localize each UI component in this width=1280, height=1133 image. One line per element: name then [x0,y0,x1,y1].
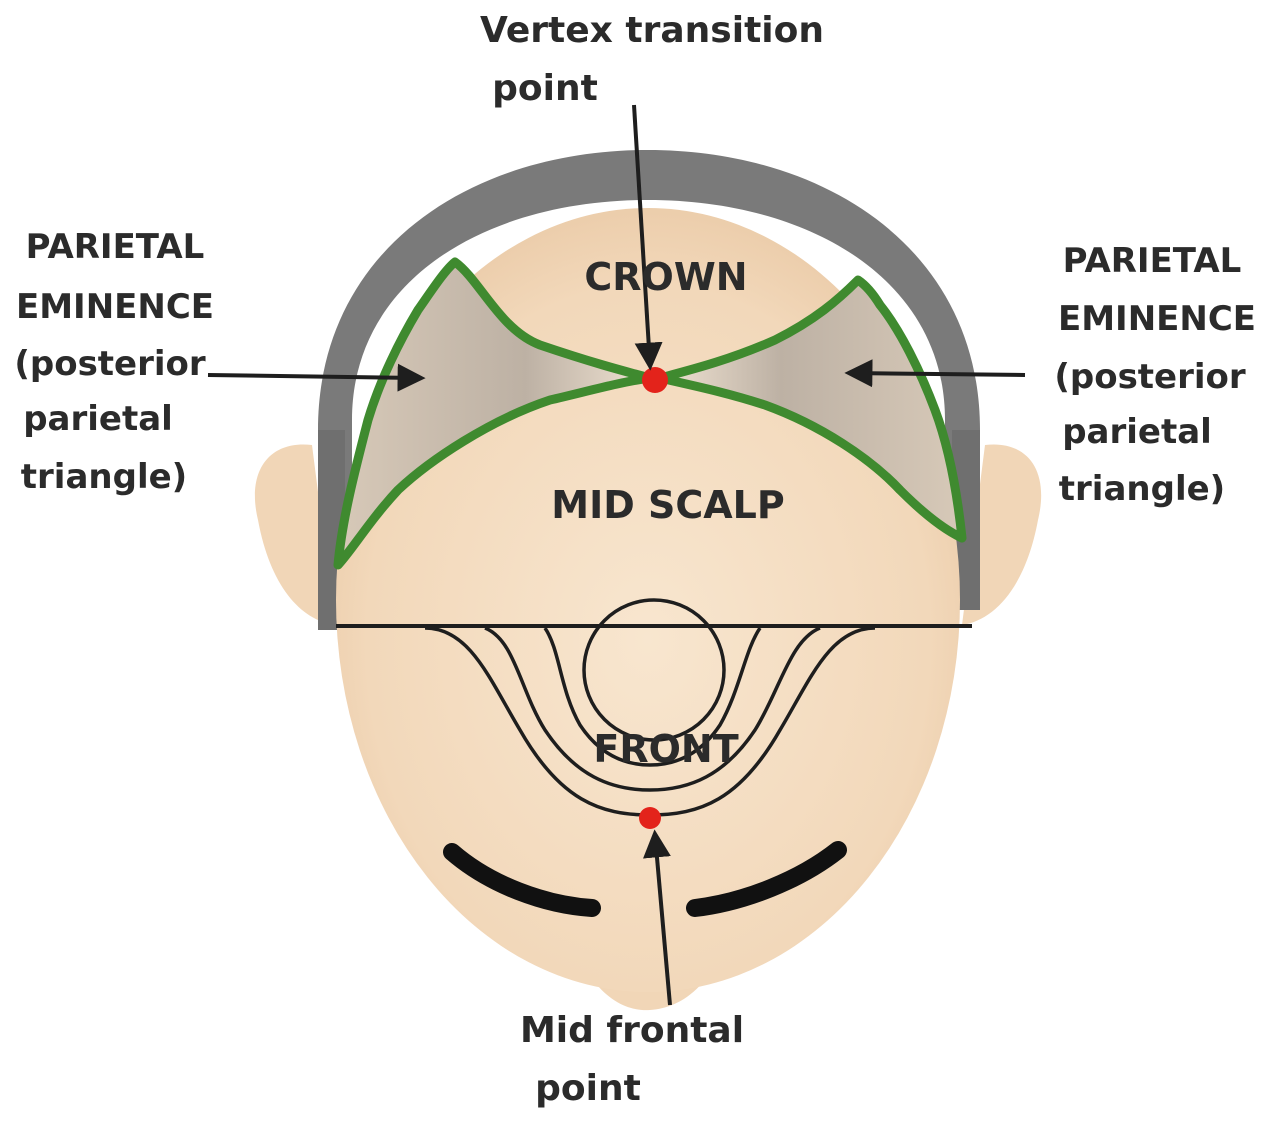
right-parietal-arrow [844,359,1026,388]
vertex-transition-point-marker [642,367,668,393]
right-parietal-label-line2: EMINENCE [1058,299,1256,339]
mid-frontal-arrow [643,829,672,1006]
vertex-arrow [632,104,663,371]
right-parietal-label-line1: PARIETAL [1063,241,1242,281]
mid-scalp-label: MID SCALP [551,483,784,527]
recession-curve-middle [484,626,821,792]
mid-frontal-label-line1: Mid frontal [520,1010,744,1051]
left-ear [254,444,335,625]
right-ear [962,444,1042,625]
right-parietal-label-line3: (posterior [1054,357,1246,397]
right-parietal-label-line5: triangle) [1059,469,1225,509]
left-parietal-label-line4: parietal [23,399,173,439]
left-parietal-triangle [333,257,655,570]
hair-side-right [952,430,980,610]
right-parietal-label-line4: parietal [1062,412,1212,452]
left-parietal-arrow [207,363,426,392]
right-eyebrow [686,841,847,917]
left-parietal-label-line3: (posterior [14,344,206,384]
front-label: FRONT [593,727,738,771]
recession-curve-inner [543,627,762,767]
mid-frontal-label-line2: point [535,1068,641,1109]
frontal-forelock-circle [582,598,726,742]
left-eyebrow [443,843,601,917]
vertex-label-line1: Vertex transition [480,10,824,51]
left-parietal-label-line2: EMINENCE [16,287,214,327]
vertex-label-line2: point [492,68,598,109]
crown-label: CROWN [584,255,747,299]
right-parietal-triangle [655,275,967,543]
left-parietal-label-line5: triangle) [21,457,187,497]
mid-frontal-point-marker [639,807,661,829]
left-parietal-label-line1: PARIETAL [26,227,205,267]
